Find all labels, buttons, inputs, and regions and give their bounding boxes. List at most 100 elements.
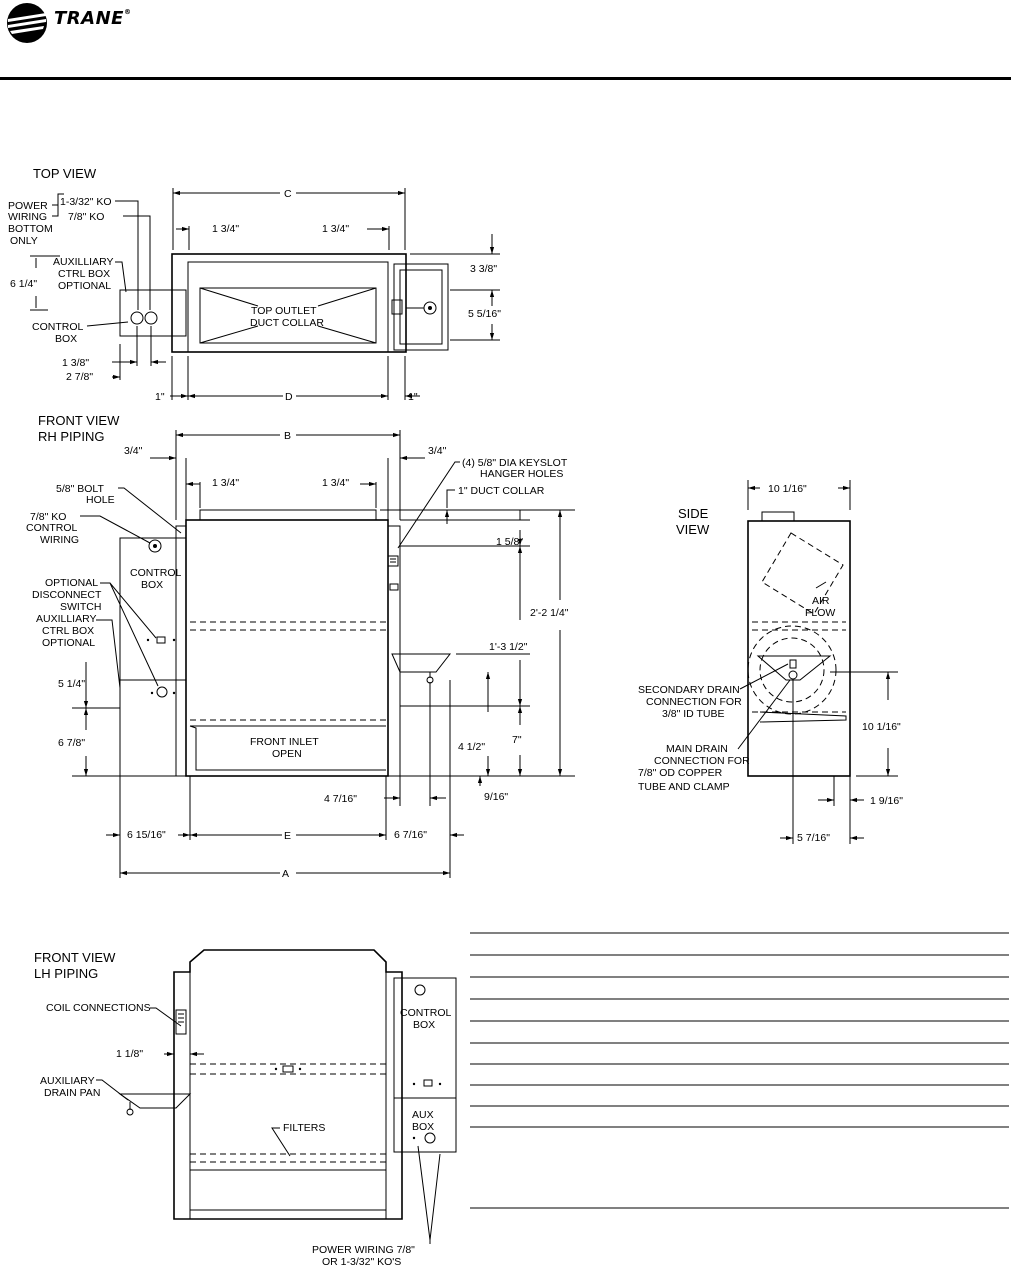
front-view-lh: FRONT VIEW LH PIPING CONTROL BOX AUX BOX… <box>34 949 457 1268</box>
svg-text:DISCONNECT: DISCONNECT <box>32 589 102 601</box>
disconnect-label: OPTIONAL <box>45 577 98 589</box>
top-view: TOP VIEW POWER WIRING BOTTOM ONLY 1-3/32… <box>8 166 501 403</box>
dim-7: 7" <box>512 734 522 746</box>
power-wiring-lh-label: POWER WIRING 7/8" <box>312 1244 415 1256</box>
dim-d: D <box>285 391 293 403</box>
dim-top-right-inset: 1 3/4" <box>322 223 349 235</box>
dim-top-right-top: 3 3/8" <box>470 263 497 275</box>
dim-e: E <box>284 830 291 842</box>
svg-text:WIRING: WIRING <box>8 211 47 223</box>
dim-rh-right-edge: 3/4" <box>428 445 447 457</box>
svg-text:ONLY: ONLY <box>10 235 38 247</box>
dim-5-1-4: 5 1/4" <box>58 678 85 690</box>
svg-text:SWITCH: SWITCH <box>60 601 101 613</box>
lh-aux-box-label: AUX <box>412 1109 434 1121</box>
dim-6-15-16: 6 15/16" <box>127 829 166 841</box>
dim-a: A <box>282 868 289 880</box>
svg-text:DRAIN PAN: DRAIN PAN <box>44 1087 100 1099</box>
dim-rh-right-inset: 1 3/4" <box>322 477 349 489</box>
front-view-rh: FRONT VIEW RH PIPING CONTROL BOX FRONT I… <box>26 413 575 880</box>
svg-text:CONNECTION FOR: CONNECTION FOR <box>654 755 750 767</box>
air-flow-label: AIR <box>812 595 830 607</box>
dim-rh-left-inset: 1 3/4" <box>212 477 239 489</box>
svg-text:BOTTOM: BOTTOM <box>8 223 53 235</box>
dim-top-right-mid: 5 5/16" <box>468 308 501 320</box>
svg-text:OPTIONAL: OPTIONAL <box>42 637 95 649</box>
control-box-label: CONTROL <box>32 321 83 333</box>
svg-text:BOX: BOX <box>412 1121 434 1133</box>
rh-inlet-label: FRONT INLET <box>250 736 319 748</box>
svg-text:3/8" ID TUBE: 3/8" ID TUBE <box>662 708 724 720</box>
svg-text:DUCT COLLAR: DUCT COLLAR <box>250 317 324 329</box>
ko-small-label: 7/8" KO <box>68 211 104 223</box>
front-rh-title: FRONT VIEW <box>38 413 120 428</box>
svg-text:BOX: BOX <box>413 1019 435 1031</box>
dim-top-edge-right: 1" <box>408 391 418 403</box>
svg-text:HOLE: HOLE <box>86 494 115 506</box>
dim-4-1-2: 4 1/2" <box>458 741 485 753</box>
svg-text:CTRL BOX: CTRL BOX <box>42 625 94 637</box>
dim-rh-left-edge: 3/4" <box>124 445 143 457</box>
svg-text:RH PIPING: RH PIPING <box>38 429 104 444</box>
aux-drain-pan-label: AUXILIARY <box>40 1075 95 1087</box>
lh-control-box-label: CONTROL <box>400 1007 451 1019</box>
svg-text:CTRL BOX: CTRL BOX <box>58 268 110 280</box>
svg-text:CONTROL: CONTROL <box>26 522 77 534</box>
dim-side-offset: 1 9/16" <box>870 795 903 807</box>
dim-6-7-8: 6 7/8" <box>58 737 85 749</box>
svg-text:FLOW: FLOW <box>805 607 835 619</box>
filters-label: FILTERS <box>283 1122 325 1134</box>
dim-lh-1-1-8: 1 1/8" <box>116 1048 143 1060</box>
dim-side-bottom: 5 7/16" <box>797 832 830 844</box>
dim-side-right: 10 1/16" <box>862 721 901 733</box>
dim-4-7-16: 4 7/16" <box>324 793 357 805</box>
side-view-title: SIDE <box>678 506 709 521</box>
svg-text:TUBE AND CLAMP: TUBE AND CLAMP <box>638 781 730 793</box>
coil-connections-label: COIL CONNECTIONS <box>46 1002 151 1014</box>
rh-control-box-label: CONTROL <box>130 567 181 579</box>
dim-top-height: 6 1/4" <box>10 278 37 290</box>
rh-aux-box-label: AUXILLIARY <box>36 613 97 625</box>
svg-text:WIRING: WIRING <box>40 534 79 546</box>
dim-top-left-inset: 1 3/4" <box>212 223 239 235</box>
keyslot-label: (4) 5/8" DIA KEYSLOT <box>462 457 568 469</box>
secondary-drain-label: SECONDARY DRAIN <box>638 684 740 696</box>
svg-text:BOX: BOX <box>141 579 163 591</box>
dimension-table <box>470 932 1009 1209</box>
dim-2-2-1-4: 2'-2 1/4" <box>530 607 569 619</box>
brand-name: TRANE® <box>54 8 132 29</box>
header-rule <box>0 77 1011 80</box>
dim-6-7-16: 6 7/16" <box>394 829 427 841</box>
svg-text:VIEW: VIEW <box>676 522 710 537</box>
front-lh-title: FRONT VIEW <box>34 950 116 965</box>
duct-collar-label: 1" DUCT COLLAR <box>458 485 545 497</box>
aux-box-label-1: AUXILLIARY <box>53 256 114 268</box>
dim-b: B <box>284 430 291 442</box>
svg-text:OPTIONAL: OPTIONAL <box>58 280 111 292</box>
svg-text:POWER: POWER <box>8 200 48 212</box>
dim-1-5-8: 1 5/8" <box>496 536 523 548</box>
svg-text:OR 1-3/32" KO'S: OR 1-3/32" KO'S <box>322 1256 401 1268</box>
dim-ko-2: 2 7/8" <box>66 371 93 383</box>
svg-text:7/8" OD COPPER: 7/8" OD COPPER <box>638 767 723 779</box>
side-view: SIDE VIEW AIR FLOW SECONDARY DRAIN CONNE… <box>638 480 903 844</box>
ko-large-label: 1-3/32" KO <box>60 196 112 208</box>
dim-c: C <box>284 188 292 200</box>
bolt-hole-label: 5/8" BOLT <box>56 483 104 495</box>
page-header: TRANE® <box>0 0 1011 80</box>
main-drain-label: MAIN DRAIN <box>666 743 728 755</box>
top-collar-label: TOP OUTLET <box>251 305 317 317</box>
svg-text:BOX: BOX <box>55 333 77 345</box>
svg-text:OPEN: OPEN <box>272 748 302 760</box>
dim-1-3-1-2: 1'-3 1/2" <box>489 641 528 653</box>
dim-9-16: 9/16" <box>484 791 508 803</box>
svg-text:LH PIPING: LH PIPING <box>34 966 98 981</box>
dim-ko-1: 1 3/8" <box>62 357 89 369</box>
svg-text:CONNECTION FOR: CONNECTION FOR <box>646 696 742 708</box>
ko-control-label: 7/8" KO <box>30 511 66 523</box>
dim-top-edge-left: 1" <box>155 391 165 403</box>
power-wiring-label: POWER WIRING BOTTOM ONLY <box>8 200 53 247</box>
dim-side-top: 10 1/16" <box>768 483 807 495</box>
trane-logo-icon <box>7 3 47 43</box>
